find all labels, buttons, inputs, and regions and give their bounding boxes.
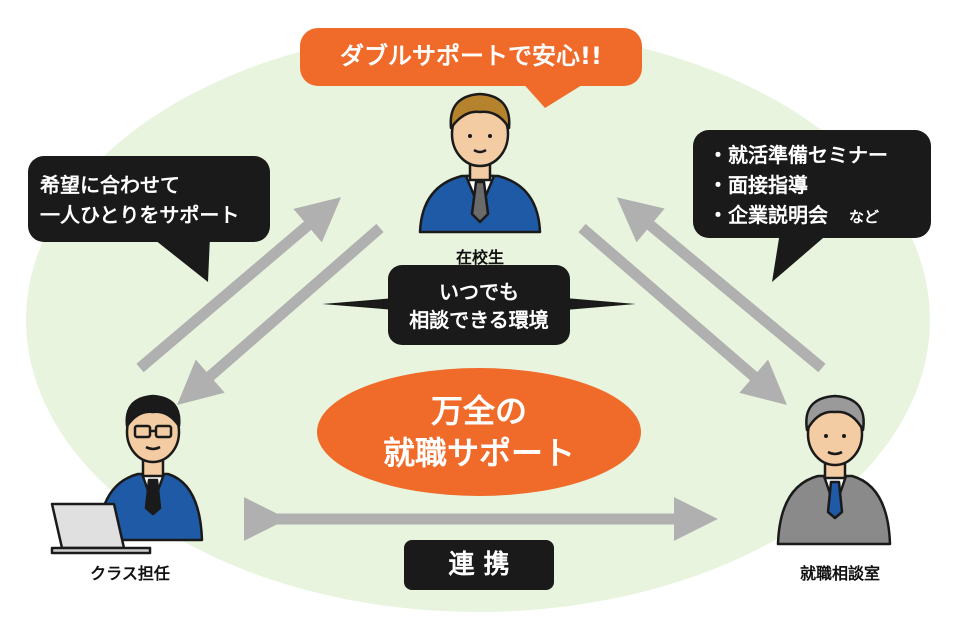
arrow-student-to-teacher — [177, 223, 384, 406]
right-bubble-list: ・就活準備セミナー ・面接指導 ・企業説明会 など — [708, 140, 888, 232]
bottom-label-text: 連 携 — [448, 550, 510, 580]
center-title-line1: 万全の — [430, 392, 527, 430]
student-figure — [418, 92, 542, 234]
counselor-figure — [776, 394, 892, 546]
teacher-label: クラス担任 — [90, 564, 170, 583]
left-bubble-line2: 一人ひとりをサポート — [40, 203, 240, 227]
arrow-teacher-to-student — [136, 197, 342, 373]
center-bubble-line1: いつでも — [439, 280, 519, 304]
left-bubble-text: 希望に合わせて 一人ひとりをサポート — [40, 170, 239, 230]
counselor-label: 就職相談室 — [799, 564, 880, 583]
arrows — [136, 197, 826, 541]
arrow-counselor-to-student — [616, 197, 826, 373]
center-title-line2: 就職サポート — [382, 434, 575, 472]
center-title-ellipse — [317, 368, 641, 496]
right-bubble-item-3: ・企業説明会 など — [708, 203, 879, 227]
center-title: 万全の 就職サポート — [317, 390, 641, 474]
arrow-student-to-counselor — [578, 223, 787, 405]
center-bubble-text: いつでも 相談できる環境 — [388, 278, 570, 334]
center-bubble-shape — [322, 265, 636, 345]
teacher-figure — [50, 394, 204, 555]
student-label: 在校生 — [455, 248, 504, 267]
left-bubble-shape — [28, 156, 270, 282]
right-bubble-item-2: ・面接指導 — [708, 173, 808, 197]
center-bubble-line2: 相談できる環境 — [409, 308, 549, 332]
right-bubble-item-1: ・就活準備セミナー — [708, 143, 888, 167]
top-bubble-shape — [300, 28, 642, 108]
right-bubble-shape — [693, 130, 931, 282]
bottom-label-shape — [404, 540, 554, 590]
top-bubble-text: ダブルサポートで安心!! — [340, 42, 602, 70]
left-bubble-line1: 希望に合わせて — [40, 173, 180, 197]
right-bubble-suffix: など — [848, 208, 879, 226]
